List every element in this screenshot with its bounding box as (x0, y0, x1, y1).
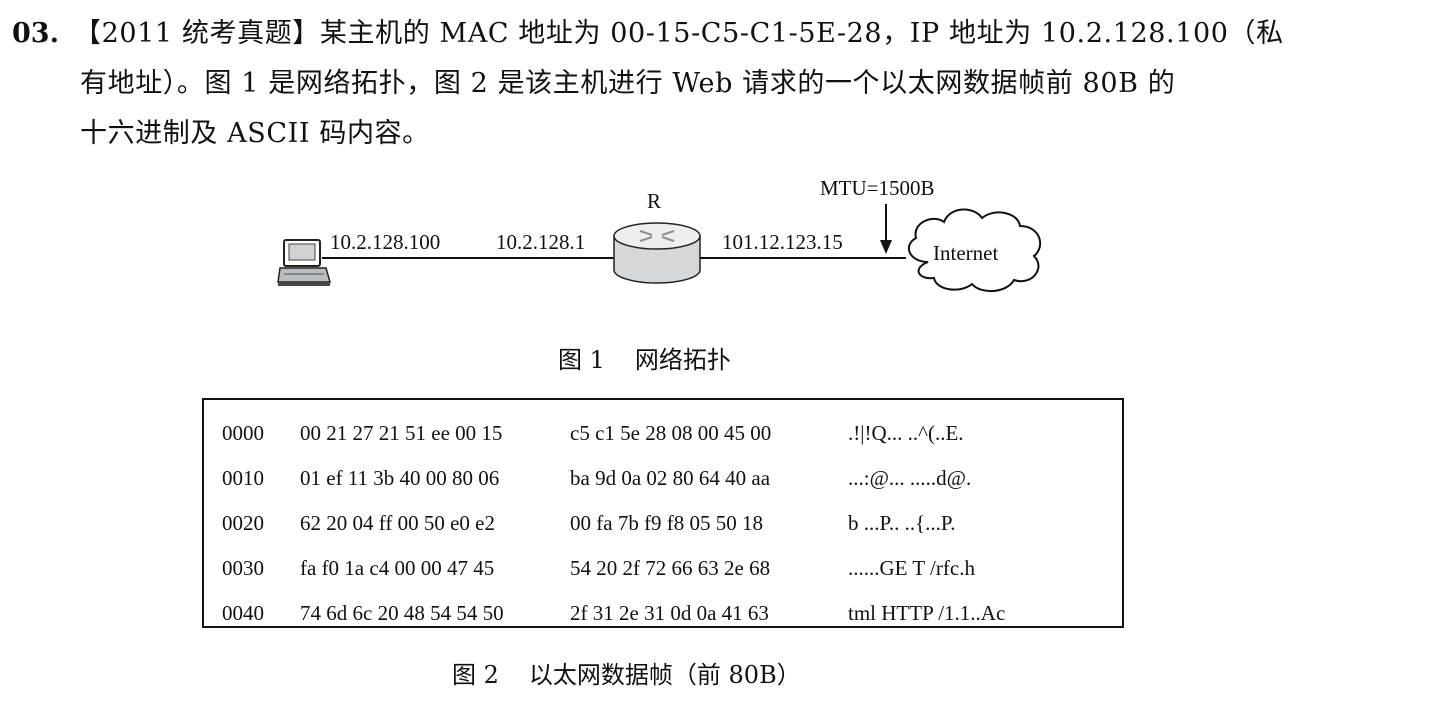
cloud-icon (907, 208, 1042, 292)
mtu-arrow-head (880, 240, 892, 254)
hex-bytes-first: 74 6d 6c 20 48 54 54 50 (300, 601, 504, 625)
hex-offset: 0040 (222, 601, 264, 625)
question-line-3: 十六进制及 ASCII 码内容。 (0, 112, 1429, 156)
question-text-1: 【2011 统考真题】某主机的 MAC 地址为 00-15-C5-C1-5E-2… (74, 18, 1284, 49)
cloud-label: Internet (933, 241, 998, 265)
router-inner-ip-label: 10.2.128.1 (496, 230, 585, 254)
computer-icon (277, 239, 331, 286)
router-outer-ip-label: 101.12.123.15 (722, 230, 843, 254)
hex-row: 0010 01 ef 11 3b 40 00 80 06 ba 9d 0a 02… (204, 463, 1122, 493)
figure2-caption-text: 以太网数据帧（前 80B） (528, 661, 801, 689)
hex-offset: 0020 (222, 511, 264, 535)
ascii-text: b ...P.. ..{...P. (848, 511, 956, 535)
figure1-caption-number: 图 1 (558, 346, 605, 374)
hex-bytes-second: c5 c1 5e 28 08 00 45 00 (570, 421, 772, 445)
question-line-2: 有地址）。图 1 是网络拓扑，图 2 是该主机进行 Web 请求的一个以太网数据… (0, 62, 1429, 106)
hex-row: 0040 74 6d 6c 20 48 54 54 50 2f 31 2e 31… (204, 598, 1122, 628)
hex-bytes-second: ba 9d 0a 02 80 64 40 aa (570, 466, 771, 490)
hex-row: 0020 62 20 04 ff 00 50 e0 e2 00 fa 7b f9… (204, 508, 1122, 538)
ascii-text: ......GE T /rfc.h (848, 556, 975, 580)
network-topology-diagram: 10.2.128.100 10.2.128.1 R 101.12.123.15 … (277, 176, 1042, 292)
question-number: 03. (12, 18, 59, 49)
ascii-text: .!|!Q... ..^(..E. (848, 421, 964, 445)
hex-bytes-second: 2f 31 2e 31 0d 0a 41 63 (570, 601, 769, 625)
figure1-caption-text: 网络拓扑 (634, 346, 731, 374)
question-text-2: 有地址）。图 1 是网络拓扑，图 2 是该主机进行 Web 请求的一个以太网数据… (80, 68, 1176, 99)
mtu-label: MTU=1500B (820, 176, 935, 200)
figure1-caption: 图 1 网络拓扑 (558, 345, 731, 375)
hex-bytes-second: 54 20 2f 72 66 63 2e 68 (570, 556, 771, 580)
frame-hex-dump: 0000 00 21 27 21 51 ee 00 15 c5 c1 5e 28… (202, 398, 1124, 628)
ascii-text: tml HTTP /1.1..Ac (848, 601, 1006, 625)
hex-bytes-first: 62 20 04 ff 00 50 e0 e2 (300, 511, 495, 535)
hex-bytes-first: 01 ef 11 3b 40 00 80 06 (300, 466, 500, 490)
question-text-3: 十六进制及 ASCII 码内容。 (80, 118, 430, 149)
hex-row: 0030 fa f0 1a c4 00 00 47 45 54 20 2f 72… (204, 553, 1122, 583)
hex-offset: 0030 (222, 556, 264, 580)
hex-bytes-first: fa f0 1a c4 00 00 47 45 (300, 556, 495, 580)
hex-bytes-second: 00 fa 7b f9 f8 05 50 18 (570, 511, 764, 535)
router-icon (613, 222, 701, 284)
router-label: R (647, 189, 661, 213)
figure2-caption: 图 2 以太网数据帧（前 80B） (452, 660, 801, 690)
hex-offset: 0000 (222, 421, 264, 445)
ascii-text: ...:@... .....d@. (848, 466, 972, 490)
hex-row: 0000 00 21 27 21 51 ee 00 15 c5 c1 5e 28… (204, 418, 1122, 448)
hex-bytes-first: 00 21 27 21 51 ee 00 15 (300, 421, 503, 445)
question-line-1: 03. 【2011 统考真题】某主机的 MAC 地址为 00-15-C5-C1-… (0, 12, 1429, 56)
host-ip-label: 10.2.128.100 (330, 230, 440, 254)
hex-offset: 0010 (222, 466, 264, 490)
figure2-caption-number: 图 2 (452, 661, 499, 689)
